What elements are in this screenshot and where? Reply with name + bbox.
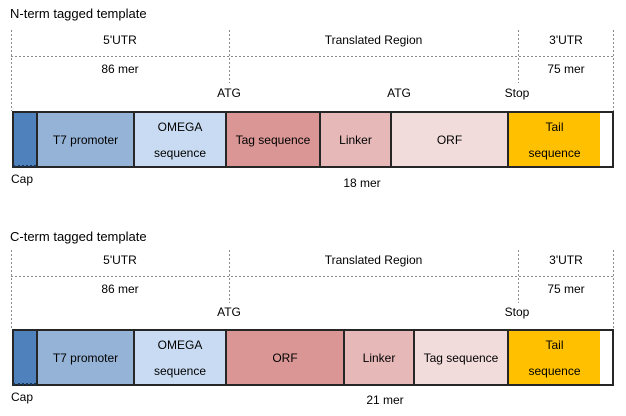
dashed-guide-left [11,250,12,329]
segment-orf: ORF [390,113,507,166]
segment-tag-sequence: Tag sequence [225,113,319,166]
segment-linker: Linker [319,113,390,166]
marker-stop: Stop [504,86,530,100]
cap-dotted-leader [13,165,36,167]
dashed-guide-right [613,30,614,111]
segment-omega-sequence: OMEGA sequence [133,113,225,166]
segment-t7-promoter: T7 promoter [36,331,133,384]
cap-label: Cap [11,390,34,404]
dashed-guide-horizontal [11,56,614,57]
segment-cap [14,113,36,166]
n-term-section: N-term tagged template 5'UTR Translated … [10,6,614,190]
region-length-3utr: 75 mer [547,62,585,76]
dashed-guide-left [11,30,12,111]
region-length-5utr: 86 mer [101,282,139,296]
segment-t7-promoter: T7 promoter [36,113,133,166]
linker-length-note: 18 mer [343,176,381,190]
region-label-translated: Translated Region [324,33,423,47]
dashed-guide-right [613,250,614,329]
section-title: C-term tagged template [10,229,147,244]
segment-linker: Linker [343,331,413,384]
segment-orf: ORF [225,331,343,384]
marker-atg-2: ATG [387,86,411,100]
cap-label: Cap [11,172,34,186]
segment-tail-sequence: Tail sequence [507,113,600,166]
marker-atg: ATG [217,305,241,319]
linker-length-note: 21 mer [366,393,404,407]
marker-atg-1: ATG [217,86,241,100]
region-label-5utr: 5'UTR [103,253,137,267]
region-label-5utr: 5'UTR [103,33,137,47]
segment-omega-sequence: OMEGA sequence [133,331,225,384]
region-length-3utr: 75 mer [547,282,585,296]
region-label-3utr: 3'UTR [549,253,583,267]
cap-dotted-leader [13,383,36,385]
region-length-5utr: 86 mer [101,62,139,76]
c-term-section: C-term tagged template 5'UTR Translated … [0,220,626,416]
dashed-guide-horizontal [11,276,614,277]
region-label-3utr: 3'UTR [549,33,583,47]
marker-stop: Stop [504,305,530,319]
section-title: N-term tagged template [10,6,147,21]
segment-cap [14,331,36,384]
template-bar: T7 promoter OMEGA sequence Tag sequence … [12,111,614,168]
template-bar: T7 promoter OMEGA sequence ORF Linker Ta… [12,329,614,386]
region-label-translated: Translated Region [324,253,423,267]
segment-tag-sequence: Tag sequence [413,331,507,384]
segment-tail-sequence: Tail sequence [507,331,600,384]
